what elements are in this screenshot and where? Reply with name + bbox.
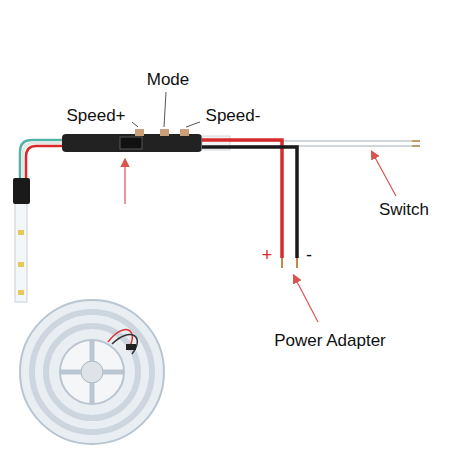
- part-label: Speed-: [206, 107, 261, 126]
- part-label: Speed+: [66, 107, 125, 126]
- part-label: -: [306, 246, 312, 266]
- power-wires: [202, 140, 297, 268]
- part-label: Power Adapter: [274, 332, 386, 351]
- part-label: Switch: [379, 201, 429, 220]
- part-label: Mode: [147, 71, 190, 90]
- leader-lines: [125, 92, 396, 322]
- led-strip: [15, 202, 27, 302]
- connector: [13, 178, 30, 204]
- part-label: +: [262, 246, 273, 266]
- data-wires: [20, 140, 64, 180]
- strip-reel: [20, 300, 164, 444]
